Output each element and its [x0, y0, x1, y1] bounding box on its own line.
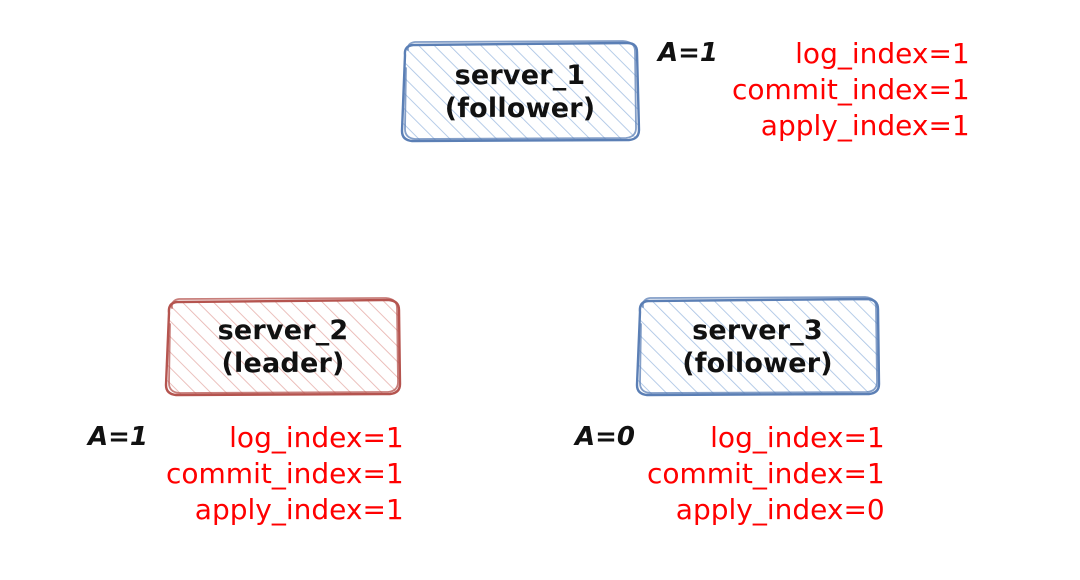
apply-index-server-2: apply_index=1 — [194, 492, 404, 526]
commit-index-server-3: commit_index=1 — [647, 456, 885, 490]
apply-index-server-1: apply_index=1 — [760, 108, 970, 142]
node-server-2[interactable]: server_2 (leader) — [160, 296, 406, 399]
node-server-3-shape — [635, 296, 881, 397]
node-server-2-shape — [164, 297, 402, 397]
commit-index-server-2: commit_index=1 — [166, 456, 404, 490]
node-server-1[interactable]: server_1 (follower) — [395, 38, 645, 146]
indices-server-1: log_index=1 commit_index=1 apply_index=1 — [732, 36, 970, 143]
commit-index-server-1: commit_index=1 — [732, 72, 970, 106]
term-server-1: A=1 — [658, 38, 718, 68]
info-block-server-3: A=0 log_index=1 commit_index=1 apply_ind… — [575, 420, 885, 527]
indices-server-2: log_index=1 commit_index=1 apply_index=1 — [166, 420, 404, 527]
info-block-server-2: A=1 log_index=1 commit_index=1 apply_ind… — [88, 420, 404, 527]
term-server-2: A=1 — [88, 422, 148, 452]
node-server-3[interactable]: server_3 (follower) — [630, 295, 885, 399]
log-index-server-3: log_index=1 — [710, 421, 885, 454]
indices-server-3: log_index=1 commit_index=1 apply_index=0 — [647, 420, 885, 527]
node-server-1-shape — [400, 40, 641, 143]
apply-index-server-3: apply_index=0 — [675, 492, 885, 526]
info-block-server-1: A=1 log_index=1 commit_index=1 apply_ind… — [658, 36, 970, 143]
log-index-server-2: log_index=1 — [229, 421, 404, 454]
log-index-server-1: log_index=1 — [795, 37, 970, 70]
term-server-3: A=0 — [575, 422, 635, 452]
